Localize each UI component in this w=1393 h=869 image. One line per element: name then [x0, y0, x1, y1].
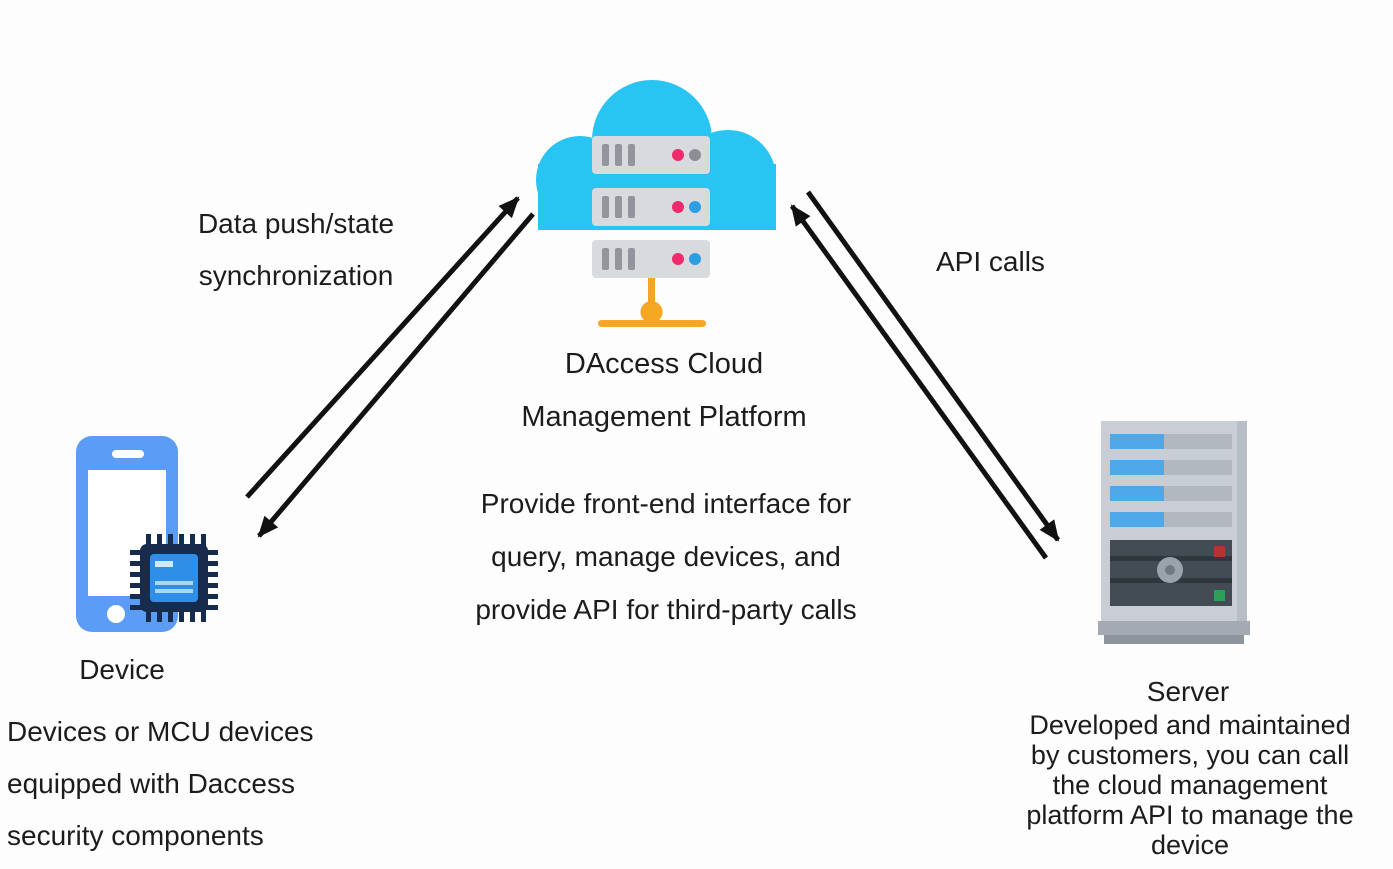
- device-title: Device: [79, 654, 165, 685]
- chip-icon: [130, 534, 218, 622]
- server-description: Developed and maintained by customers, y…: [1026, 710, 1353, 860]
- cloud-server-icon: [536, 80, 776, 327]
- server-to-cloud-arrow: [789, 204, 1049, 560]
- server-desc-line2: by customers, you can call: [1030, 740, 1350, 770]
- device-desc-line2: equipped with Daccess: [7, 768, 295, 799]
- cloud-to-device-arrow: [257, 212, 535, 538]
- server-desc-line5: device: [1150, 830, 1230, 860]
- cloud-desc-line2: query, manage devices, and: [491, 541, 841, 572]
- device-cloud-label-line2: synchronization: [198, 260, 394, 291]
- cloud-desc-line1: Provide front-end interface for: [480, 488, 852, 519]
- device-desc-line1: Devices or MCU devices: [7, 716, 314, 747]
- cloud-platform-title: DAccess Cloud Management Platform: [521, 338, 806, 444]
- cloud-title-line1: DAccess Cloud: [564, 348, 764, 380]
- device-cloud-label-line1: Data push/state: [197, 208, 395, 239]
- server-desc-line1: Developed and maintained: [1029, 710, 1351, 740]
- status-red-led: [1214, 546, 1225, 557]
- device-description: Devices or MCU devices equipped with Dac…: [7, 706, 314, 862]
- server-cloud-connection-label: API calls: [936, 246, 1045, 277]
- device-cloud-connection-label: Data push/state synchronization: [182, 198, 410, 302]
- server-drive-bays: [1110, 434, 1232, 527]
- smartphone-chip-icon: [76, 436, 218, 632]
- status-green-led: [1214, 590, 1225, 601]
- server-desc-line4: platform API to manage the: [1026, 800, 1354, 830]
- cloud-desc-line3: provide API for third-party calls: [475, 594, 857, 625]
- cloud-network-connector: [598, 274, 706, 327]
- server-title: Server: [1146, 676, 1230, 707]
- device-to-cloud-arrow: [245, 196, 520, 499]
- device-desc-line3: security components: [7, 820, 264, 851]
- server-racks: [592, 136, 710, 278]
- cloud-platform-description: Provide front-end interface for query, m…: [475, 477, 856, 636]
- cloud-to-server-arrow: [805, 190, 1061, 542]
- server-tower-icon: [1098, 421, 1250, 644]
- server-desc-line3: the cloud management: [1052, 770, 1328, 800]
- cloud-title-line2: Management Platform: [521, 401, 807, 433]
- server-control-panel: [1110, 540, 1232, 606]
